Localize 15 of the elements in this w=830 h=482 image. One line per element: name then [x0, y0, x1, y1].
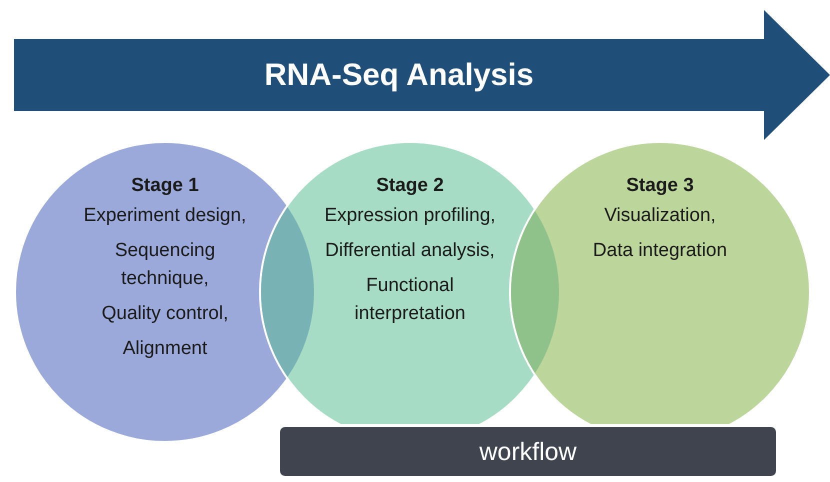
stage-description: Expression profiling, [323, 204, 497, 228]
stage-description: Alignment [122, 337, 208, 361]
stage-heading: Stage 1 [130, 174, 200, 198]
stage-description: Experiment design, [82, 204, 248, 228]
stage-description: Sequencing technique, [114, 239, 216, 291]
stage-heading: Stage 3 [625, 174, 695, 198]
stage-description: Quality control, [100, 302, 230, 326]
stage-heading: Stage 2 [375, 174, 445, 198]
stage-description: Visualization, [603, 204, 717, 228]
stage-description: Data integration [592, 239, 728, 263]
banner-title: RNA-Seq Analysis [263, 56, 535, 94]
workflow-bar [278, 425, 778, 478]
stage-description: Functional interpretation [354, 274, 466, 326]
bar-label: workflow [478, 437, 578, 468]
stage-description: Differential analysis, [324, 239, 496, 263]
